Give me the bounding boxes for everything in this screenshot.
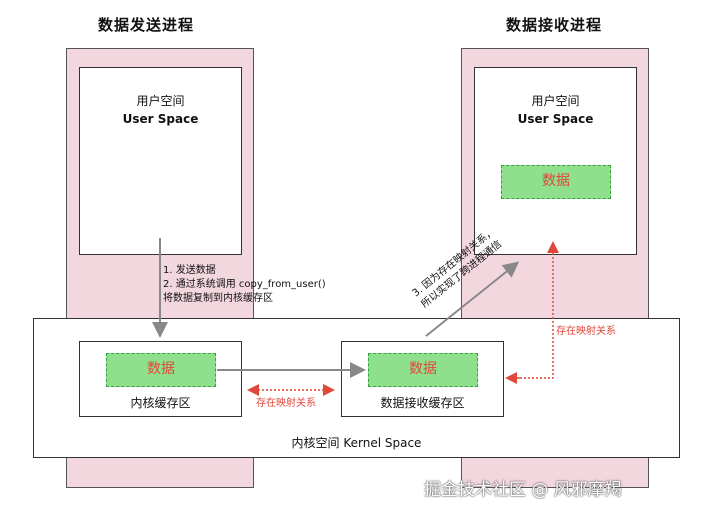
receive-buffer-label: 数据接收缓存区 <box>380 396 465 410</box>
step2-text: 2. 通过系统调用 copy_from_user() <box>163 279 326 290</box>
cross-process-arrow <box>425 261 520 337</box>
watermark: 掘金技术社区 @ 风邪摩羯 <box>424 480 622 500</box>
user-mapping-arrow-path <box>508 241 559 379</box>
receive-buffer-data: 数据 <box>368 353 478 387</box>
sender-user-space-en: User Space <box>122 112 199 126</box>
step2-cont-text: 将数据复制到内核缓存区 <box>163 293 273 304</box>
receiver-user-space: 用户空间 User Space 数据 <box>474 67 637 255</box>
kernel-buffer-label: 内核缓存区 <box>130 396 191 410</box>
sender-user-space-cn: 用户空间 <box>136 94 185 108</box>
receiver-user-space-en: User Space <box>517 112 594 126</box>
step-notes: 1. 发送数据 2. 通过系统调用 copy_from_user() 将数据复制… <box>163 264 326 306</box>
sender-title: 数据发送进程 <box>98 16 195 34</box>
receiver-data-box: 数据 <box>501 165 611 199</box>
kernel-buffer-data: 数据 <box>106 353 216 387</box>
step1-text: 1. 发送数据 <box>163 265 216 276</box>
kernel-mapping-label: 存在映射关系 <box>256 398 316 409</box>
user-mapping-label: 存在映射关系 <box>556 326 616 337</box>
receiver-user-space-cn: 用户空间 <box>531 94 580 108</box>
receiver-title: 数据接收进程 <box>506 16 603 34</box>
kernel-space-label: 内核空间 Kernel Space <box>291 436 422 450</box>
sender-user-space: 用户空间 User Space <box>79 67 242 255</box>
receive-buffer: 数据 数据接收缓存区 <box>341 341 504 417</box>
kernel-buffer: 数据 内核缓存区 <box>79 341 242 417</box>
